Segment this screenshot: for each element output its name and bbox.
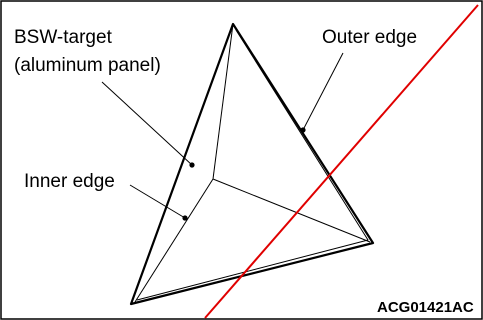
panel-inner-edge-right bbox=[212, 178, 371, 243]
label-bsw-target: BSW-target bbox=[14, 27, 113, 48]
leader-bsw-target bbox=[101, 81, 193, 166]
leader-outer-edge bbox=[302, 52, 344, 131]
panel-outer-edge-double bbox=[136, 29, 369, 301]
bsw-target-panel bbox=[129, 22, 375, 306]
panel-inner-edge-top bbox=[212, 23, 234, 180]
label-outer-edge: Outer edge bbox=[322, 27, 417, 48]
label-bsw-target-subtitle: (aluminum panel) bbox=[14, 55, 161, 76]
leader-inner-edge bbox=[129, 184, 186, 219]
panel-outer-triangle bbox=[129, 22, 375, 306]
leader-dot-inner-edge bbox=[182, 215, 188, 221]
leader-dot-bsw-target bbox=[189, 162, 195, 168]
panel-inner-edge-left bbox=[134, 178, 214, 303]
label-inner-edge: Inner edge bbox=[24, 171, 115, 192]
leader-lines bbox=[101, 52, 344, 219]
figure-code: ACG01421AC bbox=[377, 299, 474, 316]
leader-dot-outer-edge bbox=[300, 127, 306, 133]
red-diagonal-line bbox=[204, 4, 479, 319]
